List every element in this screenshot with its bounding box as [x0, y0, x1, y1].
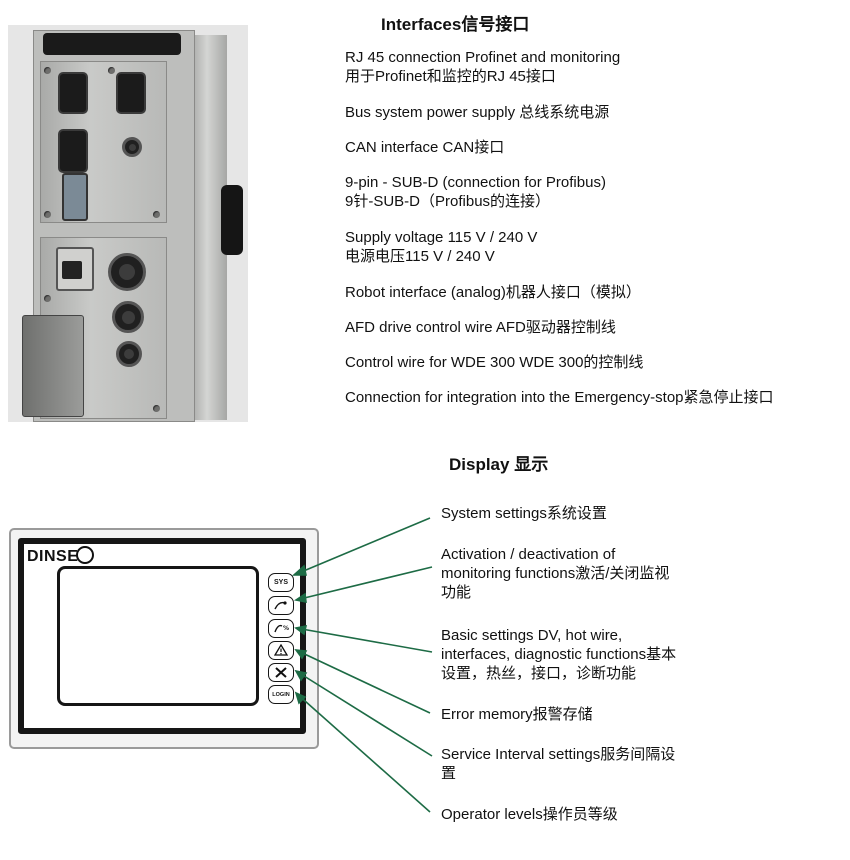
callout-line-activation — [295, 566, 433, 601]
basic-settings-button[interactable]: % — [268, 619, 294, 638]
callout-activation: Activation / deactivation of monitoring … — [441, 546, 670, 601]
basic-settings-icon: % — [274, 624, 289, 633]
interface-item-bus-power: Bus system power supply 总线系统电源 — [345, 104, 610, 121]
callout-line-error-memory — [295, 649, 431, 714]
svg-text:%: % — [283, 625, 289, 632]
display-heading: Display 显示 — [449, 455, 549, 474]
error-memory-button[interactable] — [268, 641, 294, 660]
interface-item-rj45: RJ 45 connection Profinet and monitoring… — [345, 49, 621, 85]
interface-item-supply-voltage: Supply voltage 115 V / 240 V 电源电压115 V /… — [345, 229, 538, 265]
interface-item-afd: AFD drive control wire AFD驱动器控制线 — [345, 319, 616, 336]
sys-button[interactable]: SYS — [268, 573, 294, 592]
callout-line-operator-levels — [295, 692, 431, 813]
interfaces-heading: Interfaces信号接口 — [381, 15, 530, 34]
activation-icon — [274, 601, 287, 610]
callout-arrow-error-memory — [294, 649, 308, 660]
login-button[interactable]: LOGIN — [268, 685, 294, 704]
callout-arrow-activation — [293, 592, 307, 604]
interface-panel-photo — [8, 25, 248, 422]
callout-line-service-interval — [295, 670, 433, 757]
callout-arrow-operator-levels — [294, 691, 307, 705]
logo-text: DINSE — [27, 548, 79, 565]
callout-arrow-basic-settings — [294, 624, 308, 636]
interface-item-robot: Robot interface (analog)机器人接口（模拟） — [345, 284, 641, 301]
callout-service-interval: Service Interval settings服务间隔设 置 — [441, 746, 676, 782]
interface-item-emergency-stop: Connection for integration into the Emer… — [345, 389, 774, 406]
warning-icon — [274, 644, 288, 656]
sys-button-label: SYS — [273, 579, 288, 586]
callout-line-system-settings — [293, 517, 431, 576]
login-button-label: LOGIN — [272, 692, 290, 698]
activation-button[interactable] — [268, 596, 294, 615]
callout-operator-levels: Operator levels操作员等级 — [441, 806, 618, 823]
service-interval-button[interactable] — [268, 663, 294, 682]
callout-basic-settings: Basic settings DV, hot wire, interfaces,… — [441, 627, 677, 682]
interface-item-can: CAN interface CAN接口 — [345, 139, 505, 156]
interface-item-subd: 9-pin - SUB-D (connection for Profibus) … — [345, 174, 606, 210]
interface-item-wde300: Control wire for WDE 300 WDE 300的控制线 — [345, 354, 644, 371]
callout-system-settings: System settings系统设置 — [441, 505, 607, 522]
display-screen — [57, 566, 259, 706]
callout-arrow-system-settings — [291, 564, 307, 576]
dinse-logo: DINSE — [27, 546, 95, 566]
callout-error-memory: Error memory报警存储 — [441, 706, 593, 723]
callout-arrow-service-interval — [294, 669, 308, 682]
callout-line-basic-settings — [295, 627, 433, 653]
tools-icon — [275, 667, 287, 678]
